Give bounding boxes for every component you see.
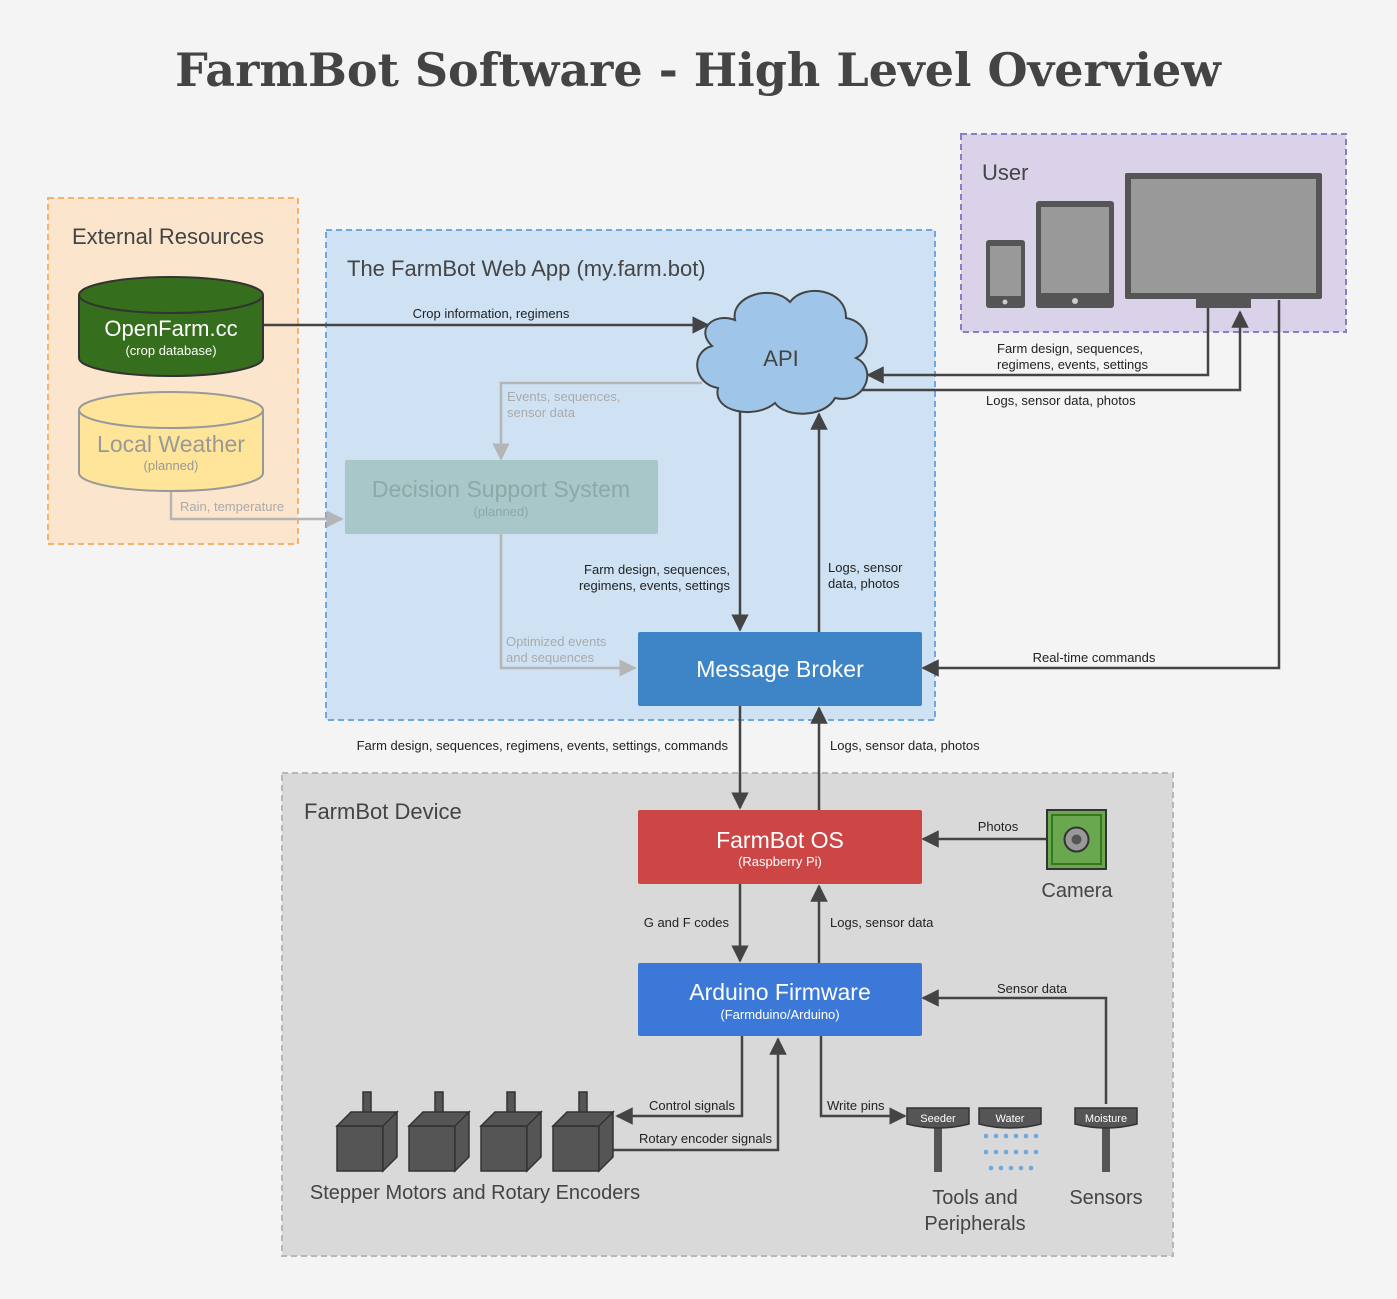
moisture-label: Moisture: [1085, 1113, 1127, 1125]
local-weather-sublabel: (planned): [144, 458, 199, 473]
edge-label-events-1: Events, sequences,: [507, 389, 620, 404]
edge-label-photos: Photos: [978, 819, 1019, 834]
local-weather-database: [78, 391, 264, 492]
arduino-firmware-box: [638, 963, 922, 1036]
tools-label-line2: Peripherals: [924, 1213, 1025, 1235]
group-user-label: User: [982, 160, 1028, 185]
page-title: FarmBot Software - High Level Overview: [175, 43, 1222, 97]
seeder-label: Seeder: [920, 1113, 956, 1125]
edge-label-optimized-1: Optimized events: [506, 634, 607, 649]
message-broker-label: Message Broker: [696, 656, 864, 682]
local-weather-label: Local Weather: [97, 431, 245, 457]
edge-label-user-in-2: regimens, events, settings: [997, 357, 1149, 372]
stepper-motors-label: Stepper Motors and Rotary Encoders: [310, 1182, 640, 1204]
edge-label-broker-up: Logs, sensor data, photos: [830, 738, 980, 753]
edge-api-to-user: [845, 310, 1249, 392]
openfarm-label: OpenFarm.cc: [104, 316, 237, 341]
group-external-resources-label: External Resources: [72, 224, 264, 249]
decision-support-system-label: Decision Support System: [372, 476, 630, 502]
camera-label: Camera: [1041, 880, 1113, 902]
edge-label-api-up-1: Logs, sensor: [828, 560, 903, 575]
farmbot-os-label: FarmBot OS: [716, 827, 844, 853]
edge-api-to-dss: [492, 381, 702, 461]
water-drops-icon: [983, 1133, 1039, 1171]
tablet-icon: [1036, 201, 1114, 308]
sensors-label: Sensors: [1069, 1187, 1142, 1209]
stepper-motor-icon: [335, 1091, 399, 1173]
decision-support-system-sublabel: (planned): [474, 504, 529, 519]
edge-label-realtime: Real-time commands: [1033, 650, 1156, 665]
edge-label-api-down-1: Farm design, sequences,: [584, 562, 730, 577]
stepper-motor-icon: [407, 1091, 471, 1173]
farmbot-os-sublabel: (Raspberry Pi): [738, 854, 822, 869]
openfarm-sublabel: (crop database): [125, 343, 216, 358]
edge-motors-to-arduino: [612, 1037, 787, 1152]
edge-label-rain: Rain, temperature: [180, 499, 284, 514]
group-web-app-label: The FarmBot Web App (my.farm.bot): [347, 256, 706, 281]
message-broker-box: [638, 632, 922, 706]
edge-label-rotary: Rotary encoder signals: [639, 1131, 772, 1146]
seeder-tool-icon: [906, 1107, 970, 1172]
edge-arduino-to-motors: [615, 1036, 744, 1125]
arduino-firmware-label: Arduino Firmware: [689, 979, 871, 1005]
edge-dss-to-broker: [499, 534, 637, 677]
edge-label-gcodes: G and F codes: [644, 915, 730, 930]
decision-support-system-box: [345, 460, 658, 534]
edge-label-broker-down: Farm design, sequences, regimens, events…: [357, 738, 729, 753]
edge-arduino-to-tools: [819, 1036, 907, 1125]
farmbot-os-box: [638, 810, 922, 884]
edge-label-api-up-2: data, photos: [828, 576, 900, 591]
edge-user-to-api: [866, 308, 1210, 384]
edge-sensors-to-arduino: [921, 989, 1108, 1104]
edge-label-control: Control signals: [649, 1098, 735, 1113]
openfarm-database: [78, 276, 264, 377]
edge-label-optimized-2: and sequences: [506, 650, 595, 665]
tools-label-line1: Tools and: [932, 1187, 1018, 1209]
edge-label-user-out: Logs, sensor data, photos: [986, 393, 1136, 408]
stepper-motor-icon: [551, 1091, 615, 1173]
edge-weather-to-dss: [169, 492, 344, 528]
api-label: API: [763, 346, 798, 371]
edge-label-events-2: sensor data: [507, 405, 576, 420]
water-label: Water: [996, 1113, 1025, 1125]
stepper-motor-icon: [479, 1091, 543, 1173]
edge-user-to-broker: [921, 300, 1281, 677]
edge-label-crop: Crop information, regimens: [413, 306, 570, 321]
phone-icon: [986, 240, 1025, 308]
group-farmbot-device-label: FarmBot Device: [304, 799, 462, 824]
moisture-sensor-icon: [1074, 1107, 1138, 1172]
camera-icon: [1046, 809, 1107, 870]
arduino-firmware-sublabel: (Farmduino/Arduino): [720, 1007, 839, 1022]
edge-label-os-up: Logs, sensor data: [830, 915, 934, 930]
edge-label-api-down-2: regimens, events, settings: [579, 578, 731, 593]
edge-label-write: Write pins: [827, 1098, 885, 1113]
api-cloud: [696, 289, 869, 415]
edge-label-sensor-data: Sensor data: [997, 981, 1068, 996]
edge-label-user-in-1: Farm design, sequences,: [997, 341, 1143, 356]
monitor-icon: [1125, 173, 1322, 308]
water-tool-icon: [978, 1107, 1042, 1129]
